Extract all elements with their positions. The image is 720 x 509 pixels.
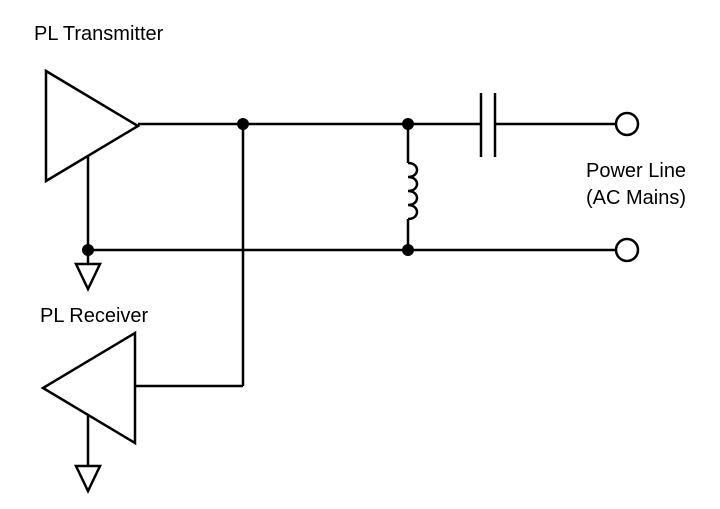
junction-node-ground: [82, 244, 94, 256]
transmitter-amplifier-symbol: [44, 68, 141, 184]
junction-node-receiver-tap: [237, 118, 249, 130]
ac-mains-label: (AC Mains): [586, 187, 686, 209]
inductor-coil-icon: [407, 161, 419, 221]
power-line-label: Power Line: [586, 160, 686, 182]
transmitter-label: PL Transmitter: [34, 23, 164, 45]
receiver-amplifier-symbol: [40, 330, 137, 446]
junction-node-inductor-bottom: [402, 244, 414, 256]
receiver-ground-icon: [74, 464, 102, 494]
transmitter-ground-icon: [74, 262, 102, 292]
power-line-terminal-bottom: [614, 237, 640, 263]
receiver-label: PL Receiver: [40, 305, 149, 327]
junction-node-inductor-top: [402, 118, 414, 130]
power-line-terminal-top: [614, 111, 640, 137]
